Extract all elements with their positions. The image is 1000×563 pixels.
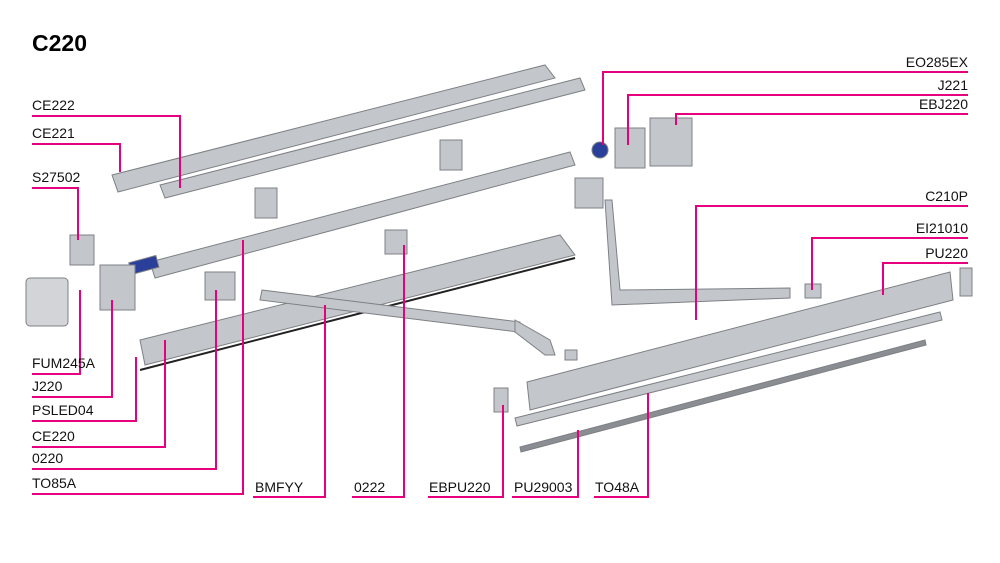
- part-ce222: [159, 77, 586, 199]
- part-j221: [614, 127, 646, 169]
- part-bracket-1: [254, 187, 278, 219]
- part-o222: [384, 229, 408, 255]
- part-to48a: [519, 339, 927, 453]
- part-j220: [99, 264, 136, 311]
- part-pu29003: [514, 311, 943, 427]
- label-ce221: CE221: [32, 125, 75, 141]
- part-to85a: [149, 151, 576, 279]
- label-j221: J221: [937, 77, 968, 93]
- label-psled04: PSLED04: [32, 402, 94, 418]
- part-endcap: [959, 267, 973, 297]
- label-ebpu220: EBPU220: [429, 479, 491, 495]
- label-s27502: S27502: [32, 169, 81, 185]
- label-ce220: CE220: [32, 428, 75, 444]
- part-ce220: [139, 234, 576, 366]
- part-eo285ex: [591, 141, 609, 159]
- part-bracket-s27502: [69, 234, 95, 266]
- part-fum245a: [25, 277, 69, 327]
- label-0222: 0222: [354, 479, 386, 495]
- label-fum245a: FUM245A: [32, 355, 96, 371]
- part-c210p-head: [574, 177, 604, 209]
- part-c210p: [604, 199, 791, 306]
- label-to48a: TO48A: [595, 479, 640, 495]
- label-ce222: CE222: [32, 97, 75, 113]
- label-j220: J220: [32, 378, 63, 394]
- label-0220: 0220: [32, 450, 64, 466]
- leader-lines: [32, 71, 968, 498]
- part-ce221: [111, 64, 556, 193]
- label-eo285ex: EO285EX: [905, 54, 968, 70]
- label-pu29003: PU29003: [514, 479, 573, 495]
- part-ebj220: [649, 117, 693, 167]
- part-bracket-2: [439, 139, 463, 171]
- part-arm-elbow: [514, 319, 556, 356]
- label-ebj220: EBJ220: [918, 96, 968, 112]
- part-o220: [204, 271, 236, 301]
- diagram-title: C220: [32, 30, 87, 56]
- label-to85a: TO85A: [32, 475, 77, 491]
- part-pu220: [526, 271, 954, 411]
- label-ei21010: EI21010: [915, 220, 968, 236]
- part-small: [564, 349, 578, 361]
- label-pu220: PU220: [925, 245, 968, 261]
- part-ebpu220: [493, 387, 509, 413]
- label-c210p: C210P: [925, 188, 968, 204]
- label-bmfyy: BMFYY: [255, 479, 304, 495]
